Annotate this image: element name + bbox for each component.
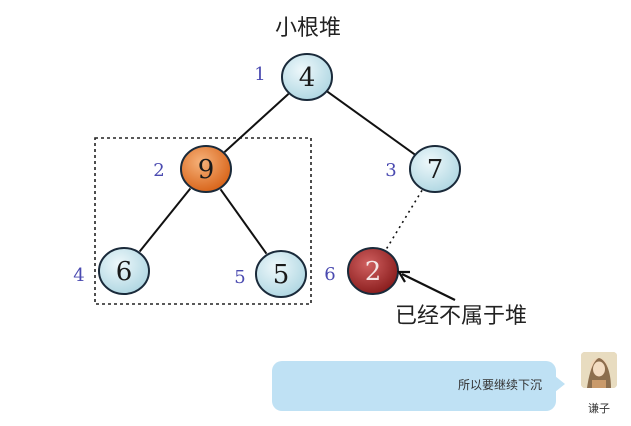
node-index-label: 4 <box>73 265 84 286</box>
heap-node-3: 73 <box>385 145 461 193</box>
node-circle <box>281 53 333 101</box>
edge-n3-n6 <box>385 189 423 251</box>
heap-node-6: 26 <box>324 247 399 295</box>
node-index-label: 5 <box>234 267 245 288</box>
node-value: 2 <box>365 257 382 287</box>
node-circle <box>98 247 150 295</box>
node-value: 4 <box>299 63 316 93</box>
chat-bubble: 所以要继续下沉 <box>272 361 565 411</box>
node-value: 9 <box>198 155 215 185</box>
node-index-label: 1 <box>254 64 265 85</box>
edge-n2-n4 <box>138 187 192 253</box>
sender-avatar <box>581 352 617 388</box>
chat-message: 所以要继续下沉 <box>457 378 542 392</box>
sender-name: 谦子 <box>588 402 610 415</box>
heap-node-4: 64 <box>73 247 150 295</box>
avatar-portrait-icon <box>581 352 617 388</box>
node-value: 6 <box>116 257 133 287</box>
annotation-arrow-head <box>397 270 410 283</box>
node-index-label: 3 <box>385 160 396 181</box>
node-value: 7 <box>427 155 444 185</box>
edge-n2-n5 <box>219 188 268 255</box>
node-circle <box>180 145 232 193</box>
heap-node-5: 55 <box>234 250 307 298</box>
diagram-title: 小根堆 <box>274 16 341 41</box>
heap-node-1: 41 <box>254 53 333 101</box>
node-index-label: 6 <box>324 264 335 285</box>
annotation-arrow <box>401 273 456 301</box>
node-circle <box>409 145 461 193</box>
node-value: 5 <box>273 260 290 290</box>
heap-node-2: 92 <box>153 145 232 193</box>
annotation-label: 已经不属于堆 <box>395 304 528 329</box>
node-circle <box>255 250 307 298</box>
node-index-label: 2 <box>153 160 164 181</box>
subtree-highlight-box <box>94 137 312 305</box>
edge-n1-n2 <box>223 93 290 153</box>
edge-n1-n3 <box>326 90 416 156</box>
